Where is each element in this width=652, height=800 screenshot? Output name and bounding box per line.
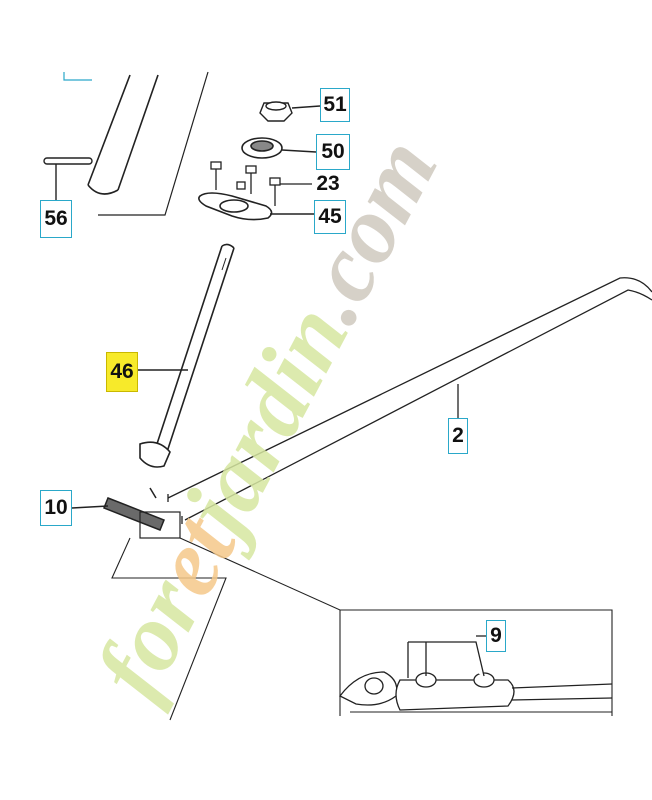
cables-2: [167, 277, 652, 524]
callout-56: 56: [40, 200, 72, 238]
flange-45: [198, 192, 314, 221]
callout-46-highlighted: 46: [106, 352, 138, 392]
callout-10: 10: [40, 490, 72, 526]
callout-45: 45: [314, 200, 346, 234]
detail-leaders: [111, 537, 613, 721]
callout-51: 51: [320, 88, 350, 122]
bearing-50: [241, 137, 317, 159]
lever-10: [71, 487, 181, 539]
callout-2: 2: [448, 418, 468, 454]
callout-9: 9: [486, 620, 506, 652]
screws-23: [210, 161, 312, 206]
detail-chain-9: [339, 635, 613, 713]
nut-51: [259, 101, 321, 122]
callout-50: 50: [316, 134, 350, 170]
shaft-46: [138, 243, 235, 468]
upper-tube: [63, 71, 209, 216]
callout-23: 23: [312, 172, 344, 196]
pin-56: [43, 157, 93, 200]
